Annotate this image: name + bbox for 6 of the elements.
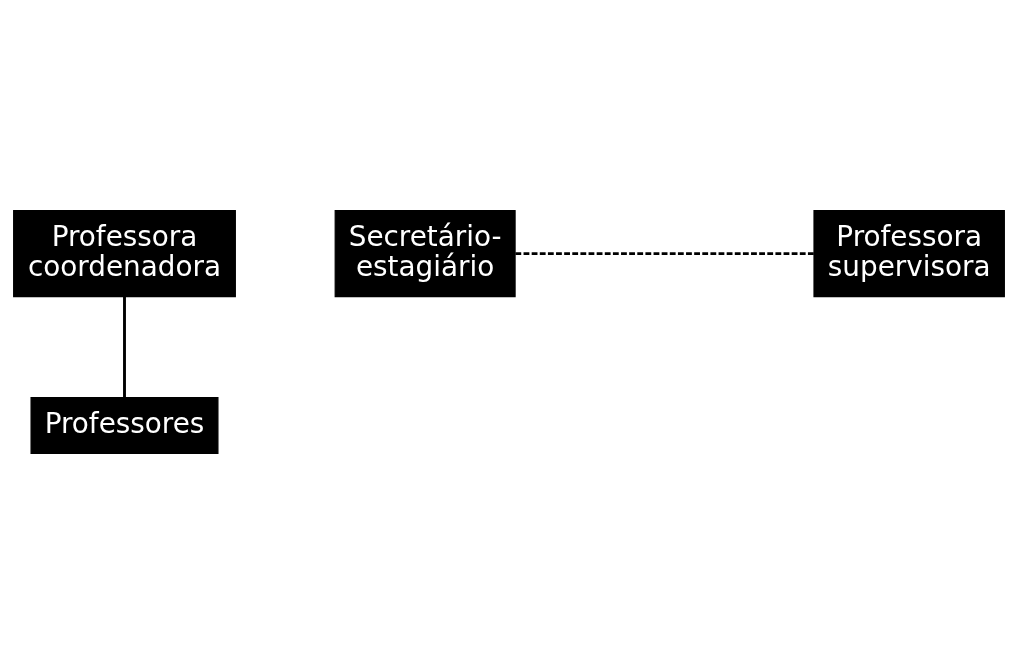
node-box: Professora supervisora bbox=[812, 210, 1005, 298]
node-box: Professora coordenadora bbox=[12, 210, 236, 298]
connector bbox=[514, 252, 814, 256]
connector bbox=[122, 296, 126, 398]
node-box: Professores bbox=[29, 397, 218, 454]
node-box: Secretário-estagiário bbox=[334, 210, 516, 298]
